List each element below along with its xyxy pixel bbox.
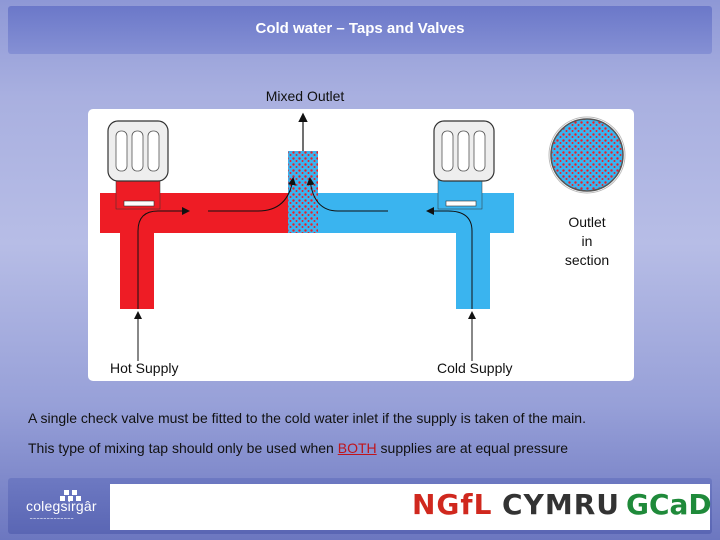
note2-emphasis: BOTH [337,440,377,456]
cold-riser [456,227,490,309]
hot-flow-arrow [137,207,190,309]
gcad-logo: GCaD [626,488,712,521]
note2-after: supplies are at equal pressure [376,440,569,456]
outlet-label-line1: Outlet [568,214,606,230]
diagram-panel [88,109,634,381]
title-bar [8,6,712,54]
mixed-outlet-label: Mixed Outlet [265,88,345,104]
mixer-tap-diagram [100,112,626,361]
college-logo: colegsirgâr [26,498,97,514]
cold-valve-seat [445,200,477,207]
hot-flow-arrow-2 [208,177,297,212]
note-equal-pressure: This type of mixing tap should only be u… [28,440,568,456]
outlet-section-label: Outlet in section [552,213,622,270]
note-check-valve: A single check valve must be fitted to t… [28,410,586,426]
ngfl-logo: NGfL [412,488,493,521]
cymru-logo: CYMRU [502,488,620,521]
outlet-section-circle [550,118,624,192]
outlet-label-line3: section [564,252,610,268]
note2-before: This type of mixing tap should only be u… [28,440,338,456]
hot-riser [120,227,154,309]
footer-logo-strip [110,484,710,530]
cold-flow-arrow [426,207,473,309]
slide-title: Cold water – Taps and Valves [255,20,465,37]
college-logo-icon [60,490,81,501]
cold-flow-arrow-2 [306,177,388,212]
college-logo-underline: ━━━━━━━━━━━━━ [30,516,75,521]
cold-supply-label: Cold Supply [437,360,513,376]
hot-valve-seat [123,200,155,207]
hot-supply-label: Hot Supply [110,360,179,376]
outlet-label-line2: in [581,233,593,249]
mixed-column [288,151,318,233]
